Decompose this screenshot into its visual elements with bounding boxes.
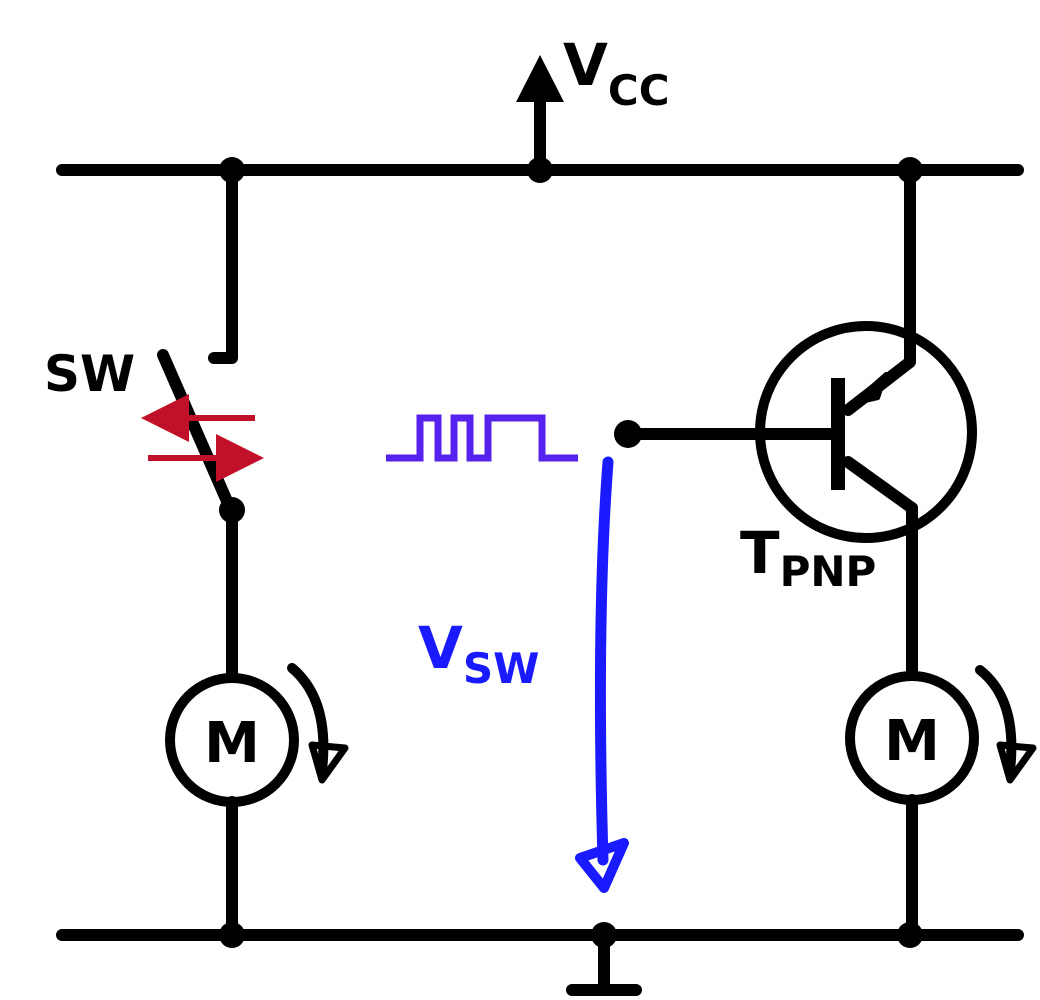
transistor-label: TPNP [740,519,876,596]
vsw-arrow [575,456,629,893]
square-wave-icon [386,414,578,462]
vcc-label-main: V [563,31,608,99]
transistor-label-main: T [740,519,780,587]
transistor-label-sub: PNP [780,547,877,596]
up-arrow-icon [516,55,564,176]
sw-label: SW [44,345,135,403]
vsw-label: VSW [418,614,539,693]
vcc-label: VCC [563,31,670,115]
spst-switch-icon [157,164,238,514]
motor-left-label: M [204,711,260,776]
pnp-transistor-icon [755,321,977,543]
motor-left: M [165,673,299,807]
motor-right: M [845,671,979,805]
vcc-label-sub: CC [608,66,670,115]
curved-arrow-cw-icon [287,663,349,784]
vsw-label-main: V [418,614,463,682]
vsw-label-sub: SW [463,644,540,693]
curved-arrow-cw-icon [975,665,1037,784]
switch-actuation-arrows [141,394,264,482]
ground-symbol-icon [566,929,642,996]
motor-right-label: M [884,709,940,774]
junction-dot [527,157,553,183]
